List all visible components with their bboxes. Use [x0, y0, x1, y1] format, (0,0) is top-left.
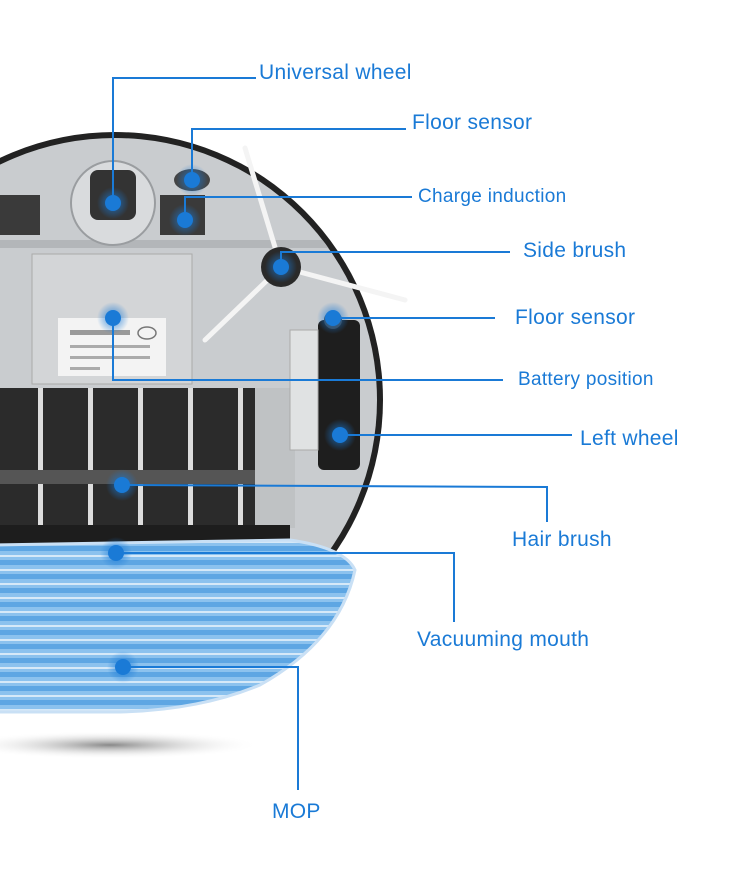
- marker-dot-hair-brush: [114, 477, 130, 493]
- marker-dot-floor-sensor-side: [325, 310, 341, 326]
- leader-line-floor-sensor-top: [191, 128, 406, 180]
- leader-line-battery-position: [112, 318, 503, 381]
- label-vacuuming-mouth: Vacuuming mouth: [417, 628, 590, 651]
- marker-dot-charge-induction: [177, 212, 193, 228]
- marker-dot-battery-position: [105, 310, 121, 326]
- label-side-brush: Side brush: [523, 239, 627, 262]
- label-charge-induction: Charge induction: [418, 186, 567, 207]
- mop-pad: [0, 538, 357, 714]
- leader-line-mop: [123, 666, 299, 790]
- marker-dot-side-brush: [273, 259, 289, 275]
- leader-line-vacuuming-mouth: [116, 552, 455, 622]
- leader-line-universal-wheel: [112, 77, 256, 203]
- marker-dot-floor-sensor-top: [184, 172, 200, 188]
- marker-dot-universal-wheel: [105, 195, 121, 211]
- label-universal-wheel: Universal wheel: [259, 61, 412, 84]
- label-left-wheel: Left wheel: [580, 427, 679, 450]
- label-battery-position: Battery position: [518, 369, 654, 390]
- brush-housing: [0, 388, 290, 528]
- label-mop: MOP: [272, 800, 321, 823]
- marker-dot-left-wheel: [332, 427, 348, 443]
- label-hair-brush: Hair brush: [512, 528, 612, 551]
- leader-line-hair-brush: [121, 484, 548, 522]
- label-floor-sensor-top: Floor sensor: [412, 111, 533, 134]
- label-floor-sensor-side: Floor sensor: [515, 306, 636, 329]
- shadow: [0, 731, 260, 759]
- marker-dot-vacuuming-mouth: [108, 545, 124, 561]
- marker-dot-mop: [115, 659, 131, 675]
